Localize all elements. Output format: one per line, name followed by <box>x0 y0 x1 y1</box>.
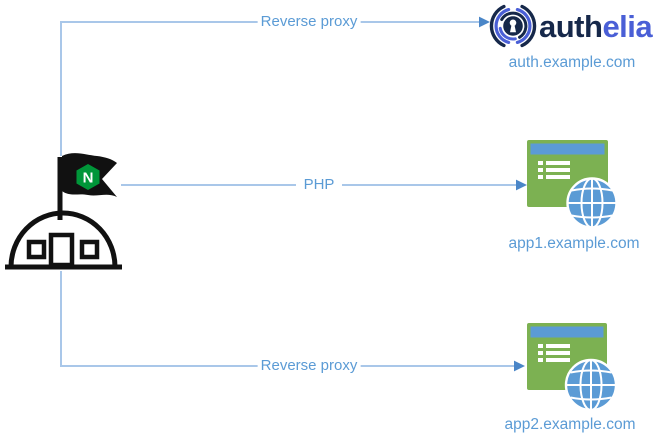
basecamp-window-right <box>79 239 100 260</box>
nginx-letter: N <box>83 170 94 187</box>
connector-label-reverse-proxy-app2: Reverse proxy <box>257 357 361 375</box>
connector-label-reverse-proxy-authelia: Reverse proxy <box>257 13 361 31</box>
app1-titlebar <box>530 143 605 155</box>
app2-titlebar <box>530 326 604 338</box>
arrowhead-to-app1 <box>516 179 527 191</box>
arrowhead-to-app2 <box>514 360 525 372</box>
authelia-wordmark-auth: auth <box>539 9 603 44</box>
app2-globe-icon <box>564 358 618 412</box>
authelia-domain-label: auth.example.com <box>508 54 636 71</box>
arrowhead-to-authelia <box>479 16 490 28</box>
authelia-wordmark: authelia <box>539 9 653 45</box>
authelia-wordmark-elia: elia <box>602 9 653 44</box>
connector-label-php: PHP <box>300 176 338 194</box>
nginx-hexagon <box>76 164 100 190</box>
app2-domain-label: app2.example.com <box>504 416 636 433</box>
basecamp-dome <box>8 210 118 268</box>
app1-domain-label: app1.example.com <box>508 235 640 252</box>
app1-webapp-icon <box>527 140 618 229</box>
app1-globe-icon <box>566 177 618 229</box>
connector-nginx-to-authelia <box>60 21 479 156</box>
nginx-basecamp-icon: N <box>5 153 122 270</box>
app2-webapp-icon <box>527 323 618 412</box>
basecamp-door <box>48 232 75 268</box>
connector-nginx-to-app2 <box>60 271 514 367</box>
basecamp-window-left <box>26 239 47 260</box>
authelia-logo-icon <box>489 4 537 48</box>
